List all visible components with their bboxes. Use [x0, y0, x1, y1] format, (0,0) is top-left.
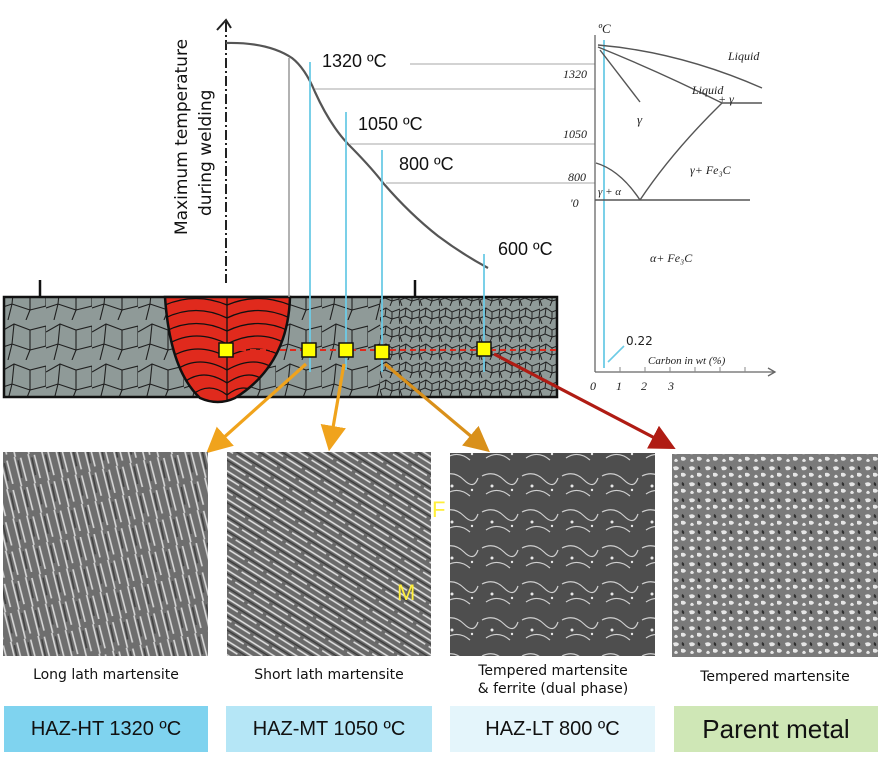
marker-haz-mt — [338, 342, 354, 358]
region-liquid-gamma-2: + γ — [718, 92, 734, 106]
caption-haz-lt: Tempered martensite & ferrite (dual phas… — [440, 662, 666, 698]
region-gamma-alpha: γ + α — [598, 186, 621, 198]
phase-tick-1320: 1320 — [563, 67, 587, 81]
caption-parent: Tempered martensite — [700, 669, 850, 685]
tag-parent: Parent metal — [674, 706, 878, 752]
peak-label-1050: 1050 ºC — [358, 114, 423, 134]
region-gamma: γ — [637, 112, 643, 127]
region-gamma-fe3c: γ+ Fe₃C — [690, 163, 732, 177]
phase-y-unit: ºC — [598, 21, 611, 36]
temperature-guide-lines — [315, 63, 595, 184]
sample-markers — [218, 341, 556, 360]
marker-weld — [218, 342, 234, 358]
region-alpha-fe3c: α+ Fe₃C — [650, 251, 693, 265]
peak-label-800: 800 ºC — [399, 154, 454, 174]
phase-x-tick-0: 0 — [590, 379, 596, 393]
carbon-marker-label: 0.22 — [626, 334, 653, 348]
ferrite-marker: F — [432, 497, 445, 522]
tag-haz-mt: HAZ-MT 1050 ºC — [226, 706, 432, 752]
micrograph-parent — [672, 454, 878, 657]
arrow-to-parent — [493, 352, 676, 449]
phase-diagram: ºC 1320 1050 800 '0 Liquid Liquid + γ γ … — [563, 21, 777, 393]
marker-haz-lt — [374, 344, 390, 360]
arrow-to-haz-mt — [320, 363, 346, 452]
phase-x-ticks — [619, 367, 746, 372]
phase-x-label: Carbon in wt (%) — [648, 355, 726, 367]
centerline-arrow — [216, 18, 232, 31]
axis-label-line1: Maximum temperature — [172, 39, 192, 235]
arrow-to-haz-lt — [383, 362, 490, 453]
tag-haz-lt: HAZ-LT 800 ºC — [450, 706, 655, 752]
region-liquid-gamma-1: Liquid — [691, 83, 724, 97]
martensite-marker: M — [397, 580, 415, 605]
caption-haz-lt-line2: & ferrite (dual phase) — [477, 681, 629, 697]
phase-x-tick-1: 1 — [616, 379, 622, 393]
tag-haz-ht: HAZ-HT 1320 ºC — [4, 706, 208, 752]
region-liquid: Liquid — [727, 49, 760, 63]
micrograph-haz-mt — [227, 452, 431, 656]
thermal-curve-plot: Maximum temperature during welding 1320 … — [172, 18, 595, 372]
arrow-to-haz-ht — [206, 362, 308, 454]
phase-tick-eutectoid: '0 — [570, 196, 579, 210]
peak-label-1320: 1320 ºC — [322, 51, 387, 71]
caption-haz-mt: Short lath martensite — [254, 667, 404, 683]
peak-temperature-curve — [225, 41, 489, 269]
axis-label-line2: during welding — [196, 90, 216, 216]
plate-fine-grain — [380, 297, 557, 397]
peak-label-600: 600 ºC — [498, 239, 553, 259]
micrograph-haz-ht — [3, 452, 208, 656]
pointer-arrows — [206, 352, 676, 454]
caption-haz-lt-line1: Tempered martensite — [478, 663, 628, 679]
caption-haz-ht: Long lath martensite — [33, 667, 179, 683]
marker-parent — [476, 341, 492, 357]
phase-boundaries — [595, 44, 763, 201]
marker-haz-ht — [301, 342, 317, 358]
phase-tick-1050: 1050 — [563, 127, 587, 141]
carbon-marker-pointer — [607, 345, 625, 363]
phase-x-tick-2: 2 — [641, 379, 647, 393]
micrograph-haz-lt — [450, 453, 655, 656]
phase-tick-800: 800 — [568, 170, 586, 184]
phase-x-tick-3: 3 — [667, 379, 674, 393]
